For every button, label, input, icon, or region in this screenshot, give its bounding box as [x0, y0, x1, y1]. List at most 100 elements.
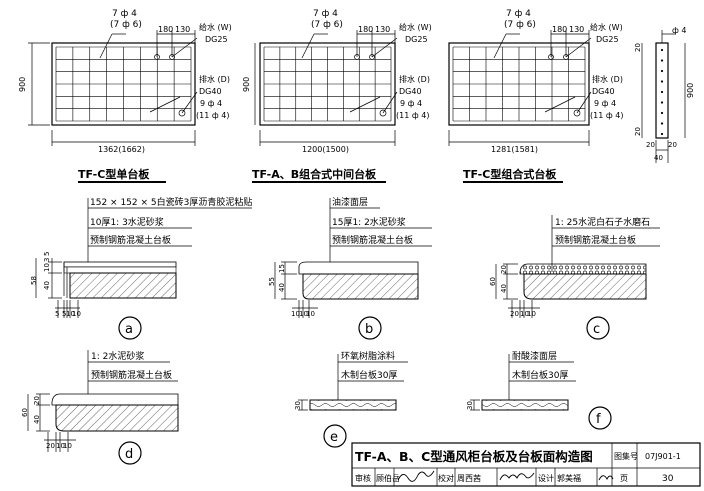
layer-label: 10厚1: 3水泥砂浆: [90, 216, 164, 228]
board-side-section: ф 4 900 20 20 20 20 40: [634, 26, 695, 163]
mortar-layer: [63, 266, 177, 274]
layer-label: 152 × 152 × 5白瓷砖3厚沥青胶泥粘贴: [90, 196, 252, 208]
dim-v: 60: [21, 408, 29, 417]
drain-size: DG40: [592, 87, 615, 96]
reviewer-signature: [397, 470, 435, 482]
dim-v: 30: [466, 401, 474, 410]
rebar-dot: [660, 132, 664, 136]
layer-label: 环氧树脂涂料: [341, 350, 395, 362]
wood-board: [481, 399, 569, 411]
detail-a: 152 × 152 × 5白瓷砖3厚沥青胶泥粘贴 10厚1: 3水泥砂浆 预制钢…: [30, 196, 252, 340]
drain-hole: [379, 109, 387, 117]
water-in-size: DG25: [205, 35, 228, 44]
dim-v: 3: [43, 258, 51, 262]
water-in-label: 给水 (W): [590, 22, 623, 32]
dim-180: 180: [158, 25, 173, 34]
rebar-top-label: 7 ф 4: [313, 9, 338, 19]
detail-id: c: [593, 322, 600, 337]
rebar-grid: [55, 46, 192, 122]
drain-label: 排水 (D): [199, 74, 230, 84]
rebar-side-alt-label: (11 ф 4): [590, 111, 623, 120]
rebar-top-alt-label: (7 ф 6): [311, 20, 343, 30]
dim-h: 5: [62, 310, 66, 318]
rebar-grid: [263, 46, 392, 122]
dim-v: 10: [43, 263, 51, 272]
dim-130: 130: [375, 25, 390, 34]
dim-v: 40: [500, 284, 508, 293]
page-number: 30: [662, 474, 674, 484]
drain-size: DG40: [199, 87, 222, 96]
dim-h: 10: [63, 442, 72, 450]
layer-label: 预制钢筋混凝土台板: [91, 369, 172, 381]
dim-v: 5: [43, 252, 51, 256]
detail-marker-f: [588, 406, 612, 430]
dim-h: 10: [299, 310, 308, 318]
width-dim: 1281(1581): [491, 145, 538, 154]
plan-outline: [259, 42, 396, 126]
rebar-dot: [660, 122, 664, 125]
dim-h: 20: [510, 310, 519, 318]
tile-layer: [63, 261, 177, 268]
dim-v: 60: [489, 277, 497, 286]
dim-180: 180: [552, 25, 567, 34]
dim-v: 20: [500, 265, 508, 274]
layer-label: 木制台板30厚: [512, 369, 568, 381]
rebar-grid: [452, 46, 586, 122]
designer-name: 郭美福: [557, 473, 581, 483]
plan-title: TF-C型单台板: [78, 167, 150, 181]
side-dim-right: 20: [668, 141, 677, 149]
layer-label: 1: 2水泥砂浆: [91, 350, 144, 362]
dim-130: 130: [569, 25, 584, 34]
dim-h: 10: [291, 310, 300, 318]
water-in-size: DG25: [596, 35, 619, 44]
layer-label: 15厚1: 2水泥砂浆: [332, 216, 406, 228]
detail-marker-a: [118, 316, 142, 340]
check-label: 校对: [438, 473, 454, 483]
atlas-number: 07J901-1: [645, 452, 681, 461]
drain-size: DG40: [399, 87, 422, 96]
side-dim-top: 20: [634, 43, 642, 52]
rebar-side-label: 9 ф 4: [594, 99, 616, 108]
drain-label: 排水 (D): [399, 74, 430, 84]
concrete-slab: [55, 404, 179, 432]
concrete-slab: [69, 272, 177, 299]
plan-combined-board: 7 ф 4 (7 ф 6) 180 130 给水 (W) DG25 排水 (D)…: [448, 9, 623, 183]
design-label: 设计: [538, 473, 554, 483]
height-dim: 900: [18, 77, 27, 92]
rebar-dot: [660, 48, 664, 52]
checker-signature: [499, 472, 535, 481]
rebar-side-alt-label: (11 ф 4): [196, 111, 229, 120]
dim-v: 55: [268, 277, 276, 286]
detail-d: 1: 2水泥砂浆 预制钢筋混凝土台板 60 40 20 20 10 10 d: [21, 350, 179, 465]
rebar-top-alt-label: (7 ф 6): [110, 20, 142, 30]
plan-middle-board: 7 ф 4 (7 ф 6) 180 130 给水 (W) DG25 排水 (D)…: [242, 9, 432, 183]
dim-h: 10: [72, 310, 81, 318]
rebar-dot: [660, 80, 664, 83]
rebar-dot: [660, 90, 664, 94]
layer-label: 预制钢筋混凝土台板: [555, 234, 636, 246]
layer-label: 预制钢筋混凝土台板: [332, 234, 413, 246]
detail-marker-b: [358, 316, 382, 340]
water-in-size: DG25: [405, 35, 428, 44]
layer-label: 预制钢筋混凝土台板: [90, 234, 171, 246]
reviewer-name: 顾伯岳: [376, 473, 400, 483]
detail-c: 1: 25水泥白石子水磨石 预制钢筋混凝土台板 60 40 20 20 10 1…: [489, 215, 660, 340]
page-label: 页: [620, 474, 628, 483]
side-dim-left: 20: [646, 141, 655, 149]
dim-h: 10: [527, 310, 536, 318]
dim-h: 10: [520, 310, 529, 318]
rebar-side-alt-label: (11 ф 4): [396, 111, 429, 120]
atlas-label: 图集号: [614, 451, 638, 461]
side-dim-bottom: 20: [634, 127, 642, 136]
title-block: TF-A、B、C型通风柜台板及台板面构造图 图集号 07J901-1 审核 顾伯…: [351, 442, 701, 487]
detail-marker-c: [586, 316, 610, 340]
rebar-dot: [660, 59, 664, 62]
layer-label: 1: 25水泥白石子水磨石: [555, 216, 650, 228]
dim-h: 5: [55, 310, 59, 318]
rebar-dot: [660, 69, 664, 73]
detail-f: 耐酸漆面层 木制台板30厚 30 f: [466, 350, 612, 430]
rebar-top-label: 7 ф 4: [112, 9, 137, 19]
detail-id: b: [365, 322, 373, 337]
mortar-layer: [51, 393, 179, 406]
